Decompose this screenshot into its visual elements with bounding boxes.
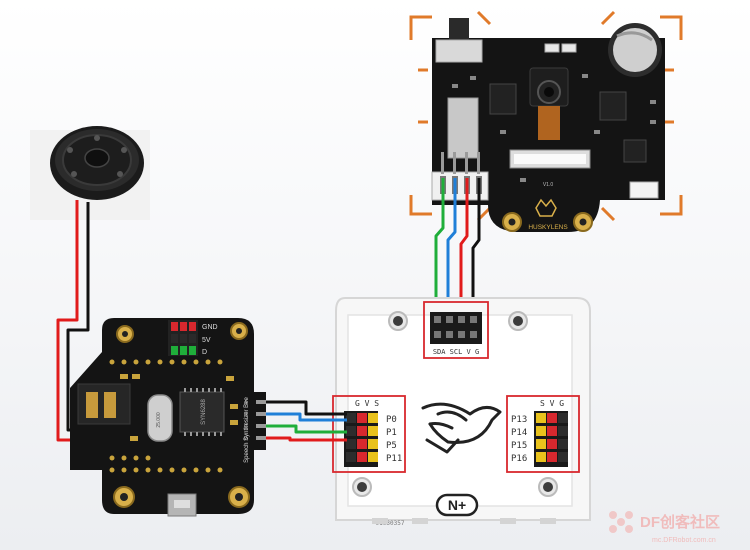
speaker	[30, 126, 150, 220]
crystal-text: 25.000	[156, 412, 162, 428]
left-pin-highlight-box	[332, 395, 406, 473]
synth-d-label: D	[202, 349, 207, 356]
i2c-label: SDA SCL V G	[433, 348, 479, 356]
dfrobot-logo-icon	[609, 511, 633, 533]
left-pin-label: P0	[386, 415, 397, 425]
crystal-oscillator	[147, 394, 173, 442]
serial-number: 01030357	[376, 520, 405, 527]
huskylens-sd-slot	[447, 97, 479, 159]
function-button	[449, 18, 469, 40]
husky-logo	[535, 198, 557, 217]
left-header-label: G V S	[355, 399, 379, 408]
right-pin-highlight-box	[506, 395, 580, 473]
left-pin-label: P11	[386, 454, 402, 464]
nplus-badge	[435, 493, 479, 517]
controller-board: SDA SCL V G N+ 01030357 G V S P0 P1	[332, 297, 591, 527]
wire-sda-green	[434, 178, 445, 318]
right-pin-label: P15	[511, 441, 527, 451]
watermark-url: mc.DFRobot.com.cn	[652, 537, 716, 544]
speech-synthesizer-board: GND 5V D 25.000 SYN6288	[70, 318, 266, 517]
wire-vcc-red	[459, 178, 469, 318]
watermark-logo-text: DF创客社区	[640, 513, 720, 531]
bird-logo	[421, 402, 502, 454]
left-pin-header	[344, 411, 378, 467]
synth-pad-rows	[109, 359, 223, 473]
push-button	[435, 39, 483, 63]
wire-synth-vcc-red	[266, 436, 347, 442]
right-pin-label: P14	[511, 428, 527, 438]
speaker-cone	[84, 148, 110, 168]
wire-gnd-black	[471, 178, 481, 318]
synth-pin-c: C	[244, 424, 248, 430]
husky-brand-text: HUSKYLENS	[528, 224, 568, 231]
chip-text: SYN6288	[201, 398, 207, 424]
synth-pin-d: D	[244, 436, 248, 442]
syn6288-chip	[179, 391, 225, 433]
husky-version-text: V1.0	[543, 182, 554, 188]
uart-wires	[266, 400, 347, 442]
synth-top-header	[168, 320, 198, 356]
left-pin-label: P5	[386, 441, 397, 451]
screw-holes	[352, 311, 558, 497]
wire-scl-blue	[446, 178, 457, 318]
right-header-label: S V G	[540, 399, 564, 408]
wire-synth-gnd-black	[266, 400, 347, 416]
wire-synth-signal-blue	[266, 412, 347, 422]
camera-flex	[538, 106, 560, 140]
right-pin-label: P13	[511, 415, 527, 425]
huskylens-board: HUSKYLENS V1.0	[409, 10, 683, 232]
right-pin-header	[534, 411, 568, 467]
i2c-highlight-box	[423, 301, 489, 359]
synth-pin-b: B	[244, 412, 248, 418]
right-pin-label: P16	[511, 454, 527, 464]
synth-module-name: Speech Synthesizer Bee	[244, 396, 250, 462]
nplus-badge-text: N+	[448, 497, 466, 513]
power-connector	[629, 181, 659, 199]
dfrobot-watermark: DF创客社区 mc.DFRobot.com.cn	[609, 511, 720, 544]
left-pin-label: P1	[386, 428, 397, 438]
synth-gnd-label: GND	[202, 324, 218, 331]
huskylens-wires	[434, 178, 481, 318]
synth-pin-a: A	[244, 400, 248, 406]
synth-5v-label: 5V	[202, 337, 211, 344]
wire-synth-signal-green	[266, 424, 347, 434]
